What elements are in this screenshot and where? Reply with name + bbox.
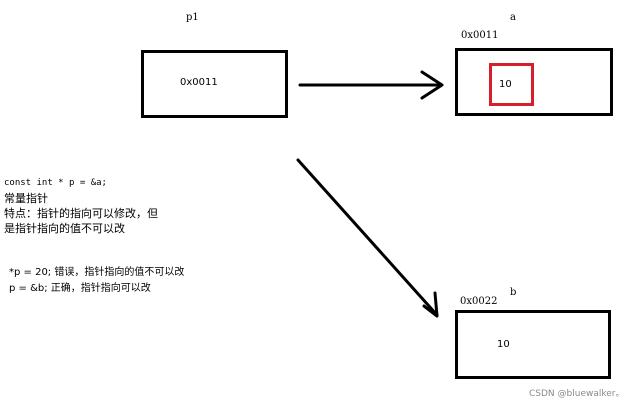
variable-b-address: 0x0022 — [460, 296, 498, 307]
code-declaration: const int * p = &a; — [4, 178, 107, 188]
notes-feature-line-2: 是指针指向的值不可以改 — [4, 222, 125, 235]
variable-a-highlight: 10 — [489, 63, 534, 106]
pointer-value: 0x0011 — [180, 77, 218, 88]
example-deref-assignment: *p = 20; 错误，指针指向的值不可以改 — [9, 267, 185, 278]
variable-b-value: 10 — [497, 339, 510, 350]
pointer-name-label: p1 — [186, 12, 199, 23]
notes-feature-line-1: 特点：指针的指向可以修改，但 — [4, 207, 158, 220]
variable-b-box: 10 — [455, 310, 611, 379]
notes-title: 常量指针 — [4, 192, 48, 205]
arrow-to-a — [298, 70, 444, 100]
variable-a-address: 0x0011 — [461, 30, 499, 41]
variable-a-box: 10 — [455, 48, 613, 116]
variable-b-name-label: b — [510, 287, 517, 298]
variable-a-name-label: a — [510, 12, 516, 23]
variable-a-value: 10 — [499, 79, 512, 90]
arrow-to-b — [296, 158, 439, 318]
csdn-watermark: CSDN @bluewalker。 — [529, 389, 625, 399]
example-pointer-assignment: p = &b; 正确，指针指向可以改 — [9, 283, 151, 294]
pointer-box: 0x0011 — [141, 50, 288, 118]
